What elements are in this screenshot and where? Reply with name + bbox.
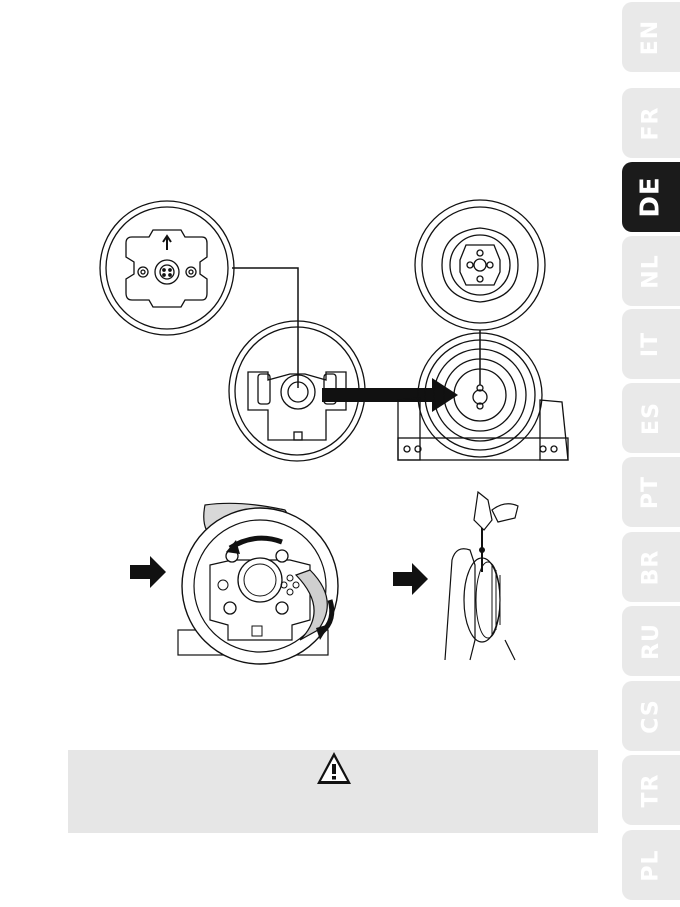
tab-label: DE [636,176,666,217]
base-hub-detail [415,200,545,330]
screw-tightening-step [393,492,518,660]
language-tabs: EN FR DE NL IT ES PT BR RU CS TR PL [622,0,680,907]
mounting-illustration [0,0,622,700]
tab-language-it[interactable]: IT [622,309,680,379]
tab-language-br[interactable]: BR [622,532,680,602]
tab-language-de[interactable]: DE [622,162,680,232]
tab-label: EN [638,19,663,54]
tab-label: PL [639,849,664,881]
tab-language-cs[interactable]: CS [622,681,680,751]
tab-label: FR [639,106,664,140]
tab-language-pl[interactable]: PL [622,830,680,900]
tab-label: IT [638,331,663,356]
tab-label: NL [639,254,664,288]
wheel-rotation-step [130,503,338,664]
tab-language-tr[interactable]: TR [622,755,680,825]
tab-language-pt[interactable]: PT [622,457,680,527]
mounting-arrow [322,378,458,412]
warning-triangle-icon [316,750,352,786]
tab-label: CS [639,699,664,733]
wheel-hub-detail [100,201,234,335]
tab-label: BR [639,549,664,585]
tab-language-fr[interactable]: FR [622,88,680,158]
tab-label: TR [638,773,663,807]
warning-box [68,750,598,833]
tab-language-ru[interactable]: RU [622,606,680,676]
tab-label: PT [638,475,663,508]
tab-language-es[interactable]: ES [622,383,680,453]
tab-label: ES [639,402,664,435]
tab-label: RU [639,623,664,660]
tab-language-en[interactable]: EN [622,2,680,72]
tab-language-nl[interactable]: NL [622,236,680,306]
